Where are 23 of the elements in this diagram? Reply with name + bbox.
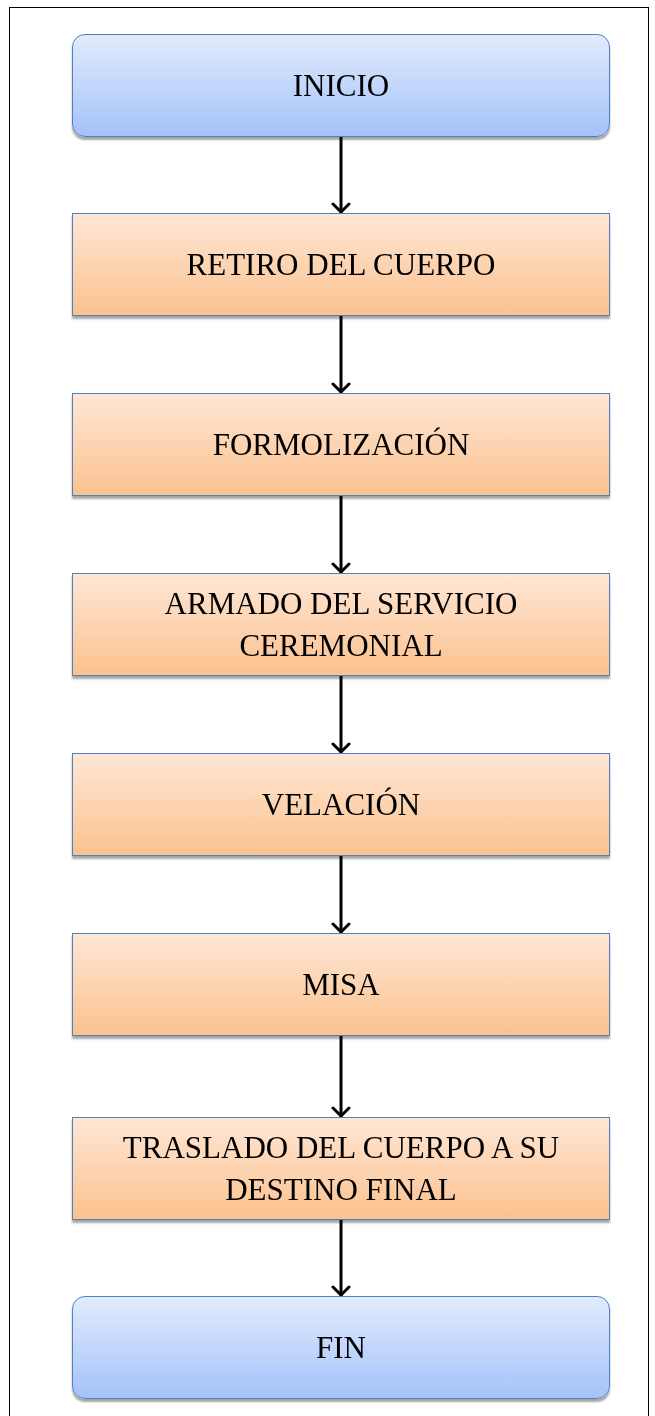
step-label: INICIO [292, 66, 390, 105]
step-label: ARMADO DEL SERVICIO CEREMONIAL [163, 584, 519, 665]
process-box [72, 573, 610, 676]
step-label: FORMOLIZACIÓN [212, 425, 470, 464]
terminal-box [72, 34, 610, 137]
terminal-box [72, 1296, 610, 1399]
process-box [72, 1117, 610, 1220]
step-label: FIN [316, 1328, 366, 1367]
process-box [72, 933, 610, 1036]
step-label: RETIRO DEL CUERPO [186, 245, 496, 284]
step-label: VELACIÓN [261, 785, 421, 824]
arrow [331, 856, 351, 934]
arrow [331, 316, 351, 394]
arrow [331, 1036, 351, 1118]
process-box [72, 753, 610, 856]
arrow [331, 676, 351, 754]
step-label: MISA [302, 965, 380, 1004]
step-label: TRASLADO DEL CUERPO A SU DESTINO FINAL [121, 1128, 561, 1209]
process-box [72, 393, 610, 496]
arrow [331, 137, 351, 214]
arrow [331, 496, 351, 574]
process-box [72, 213, 610, 316]
arrow [331, 1220, 351, 1297]
